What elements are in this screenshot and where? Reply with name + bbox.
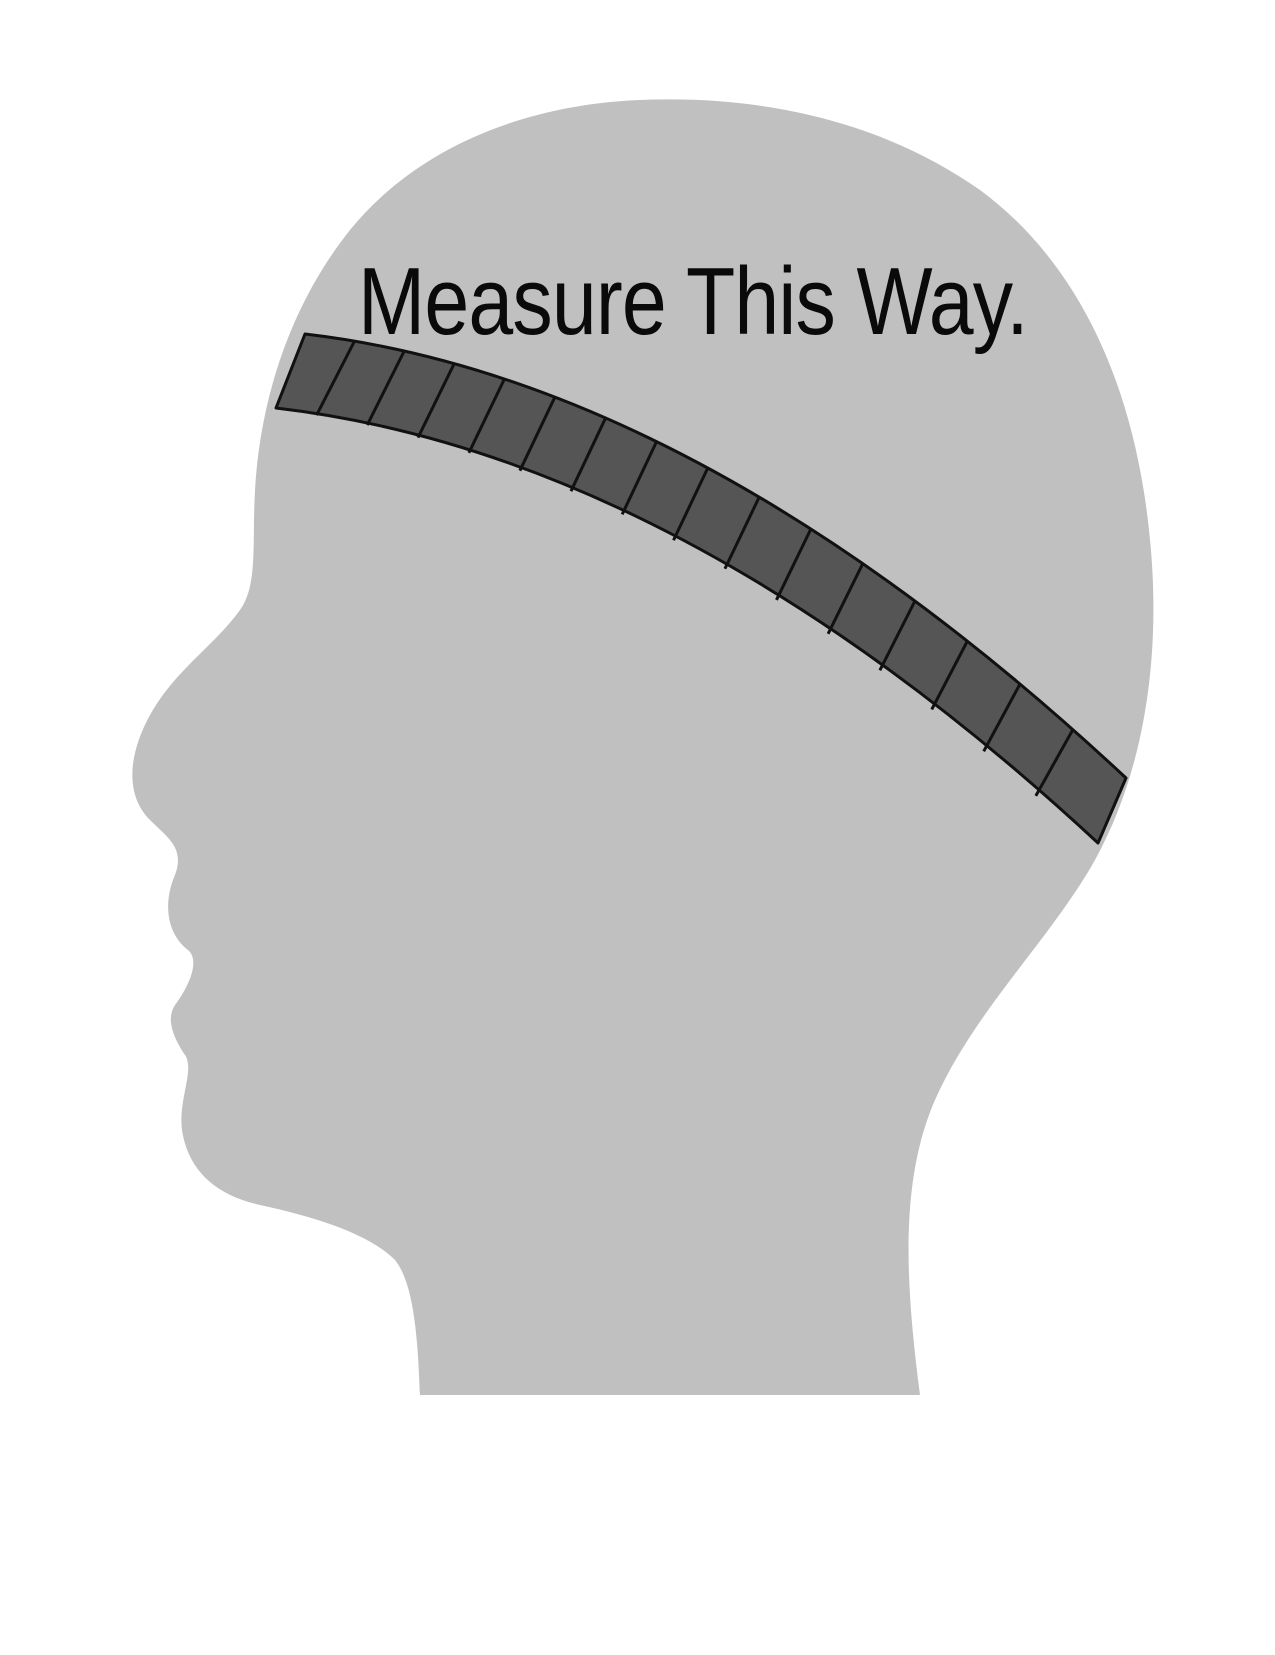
tape-tick (982, 683, 1022, 753)
tape-tick (620, 440, 658, 516)
tape-tick (416, 362, 456, 439)
tape-tick (365, 350, 406, 426)
instruction-text: Measure This Way. (358, 248, 1029, 355)
tape-tick (878, 600, 917, 671)
tape-tick (723, 496, 761, 570)
tape-tick (1034, 728, 1075, 797)
tape-tick (569, 417, 607, 492)
measuring-tape (274, 332, 1128, 845)
tape-tick (672, 467, 710, 541)
tape-tick (775, 528, 813, 601)
tape-tick (518, 396, 557, 472)
tape-tick (826, 562, 865, 635)
tape-tick (467, 378, 506, 454)
tape-tick (930, 640, 969, 711)
tape-tick (315, 340, 356, 416)
